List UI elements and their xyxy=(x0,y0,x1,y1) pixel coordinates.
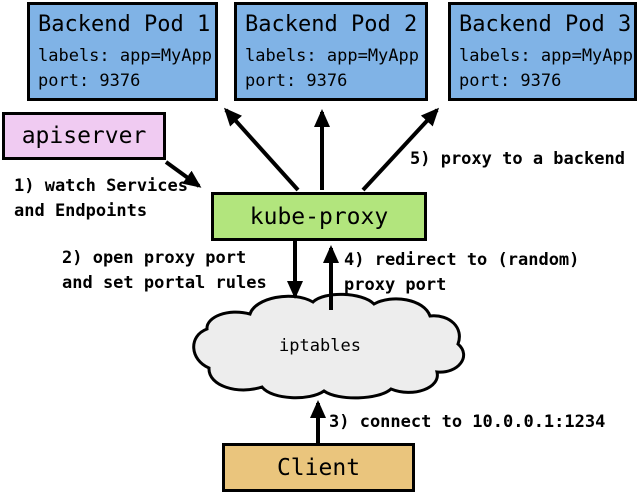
client-box: Client xyxy=(222,443,415,492)
step-1-label: 1) watch Services and Endpoints xyxy=(14,176,188,221)
step-4-label: 4) redirect to (random) proxy port xyxy=(344,250,580,295)
kube-proxy-label: kube-proxy xyxy=(249,203,389,230)
iptables-cloud xyxy=(192,292,466,400)
iptables-label: iptables xyxy=(279,336,361,356)
pod-port: port: 9376 xyxy=(38,71,141,91)
pod-title: Backend Pod 1 xyxy=(38,12,211,37)
backend-pod-3-box: Backend Pod 3 labels: app=MyApp port: 93… xyxy=(448,2,637,101)
apiserver-box: apiserver xyxy=(2,112,166,160)
step-2-label: 2) open proxy port and set portal rules xyxy=(62,248,267,293)
backend-pod-1-box: Backend Pod 1 labels: app=MyApp port: 93… xyxy=(27,2,218,101)
pod-title: Backend Pod 3 xyxy=(459,12,632,37)
pod-labels: labels: app=MyApp xyxy=(459,46,633,66)
arrow-kube-proxy-to-pod-3 xyxy=(361,107,440,192)
pod-title: Backend Pod 2 xyxy=(245,12,418,37)
apiserver-label: apiserver xyxy=(21,123,147,149)
client-label: Client xyxy=(276,454,361,481)
arrow-apiserver-to-kube-proxy xyxy=(164,160,202,188)
backend-pod-2-box: Backend Pod 2 labels: app=MyApp port: 93… xyxy=(234,2,428,101)
step-3-label: 3) connect to 10.0.0.1:1234 xyxy=(329,412,606,432)
step-5-label: 5) proxy to a backend xyxy=(410,149,625,169)
pod-port: port: 9376 xyxy=(459,71,562,91)
arrow-kube-proxy-to-pod-1 xyxy=(223,107,300,192)
pod-port: port: 9376 xyxy=(245,71,348,91)
kube-proxy-box: kube-proxy xyxy=(211,192,427,241)
pod-labels: labels: app=MyApp xyxy=(245,46,419,66)
pod-labels: labels: app=MyApp xyxy=(38,46,212,66)
